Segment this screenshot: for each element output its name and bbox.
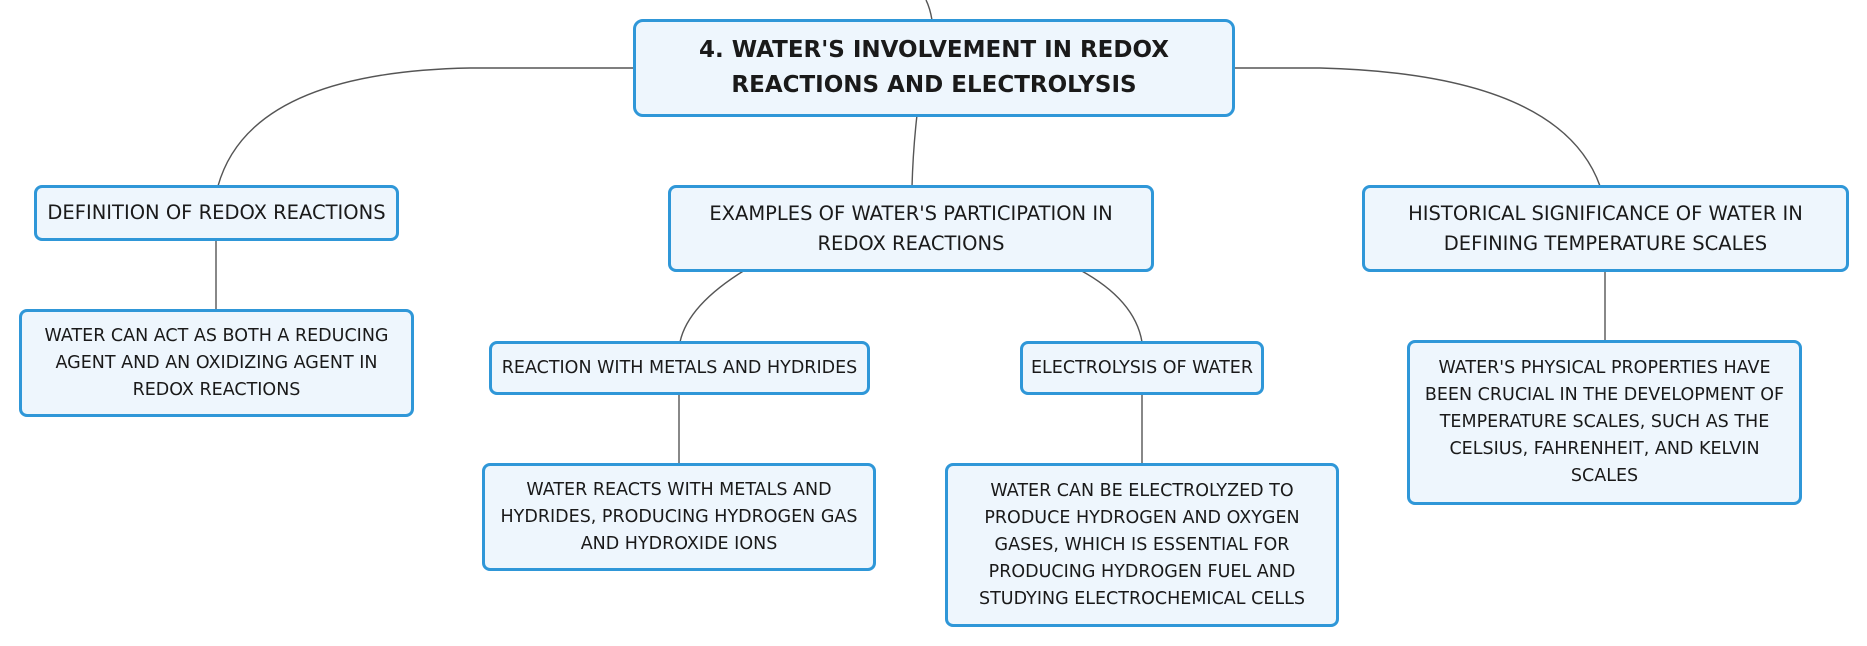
metals-topic-label: REACTION WITH METALS AND HYDRIDES [501, 357, 858, 378]
electrolysis-detail-label: WATER CAN BE ELECTROLYZED TO PRODUCE HYD… [979, 480, 1305, 609]
root-topic-node[interactable]: 4. WATER'S INVOLVEMENT IN REDOX REACTION… [633, 19, 1235, 117]
definition-topic-node[interactable]: DEFINITION OF REDOX REACTIONS [34, 185, 399, 241]
connector-examples-metals [679, 269, 746, 343]
connector-root-history [1233, 67, 1601, 187]
examples-topic-node[interactable]: EXAMPLES OF WATER'S PARTICIPATION IN RED… [668, 185, 1154, 272]
history-topic-label: HISTORICAL SIGNIFICANCE OF WATER IN DEFI… [1408, 201, 1803, 255]
history-detail-label: WATER'S PHYSICAL PROPERTIES HAVE BEEN CR… [1424, 358, 1785, 486]
definition-detail-node[interactable]: WATER CAN ACT AS BOTH A REDUCING AGENT A… [19, 309, 414, 417]
root-topic-label: 4. WATER'S INVOLVEMENT IN REDOX REACTION… [699, 37, 1169, 98]
history-detail-node[interactable]: WATER'S PHYSICAL PROPERTIES HAVE BEEN CR… [1407, 340, 1802, 505]
electrolysis-detail-node[interactable]: WATER CAN BE ELECTROLYZED TO PRODUCE HYD… [945, 463, 1339, 627]
connector-root-examples [911, 114, 918, 188]
metals-detail-node[interactable]: WATER REACTS WITH METALS AND HYDRIDES, P… [482, 463, 876, 571]
examples-topic-label: EXAMPLES OF WATER'S PARTICIPATION IN RED… [709, 201, 1113, 255]
metals-detail-label: WATER REACTS WITH METALS AND HYDRIDES, P… [500, 479, 858, 554]
electrolysis-topic-label: ELECTROLYSIS OF WATER [1030, 357, 1254, 378]
connector-root-definition [217, 67, 635, 187]
definition-detail-label: WATER CAN ACT AS BOTH A REDUCING AGENT A… [44, 325, 389, 400]
definition-topic-label: DEFINITION OF REDOX REACTIONS [47, 201, 386, 224]
connector-examples-electrolysis [1079, 269, 1143, 343]
connector-parent-root [925, 0, 933, 21]
electrolysis-topic-node[interactable]: ELECTROLYSIS OF WATER [1020, 341, 1264, 395]
history-topic-node[interactable]: HISTORICAL SIGNIFICANCE OF WATER IN DEFI… [1362, 185, 1849, 272]
metals-topic-node[interactable]: REACTION WITH METALS AND HYDRIDES [489, 341, 870, 395]
